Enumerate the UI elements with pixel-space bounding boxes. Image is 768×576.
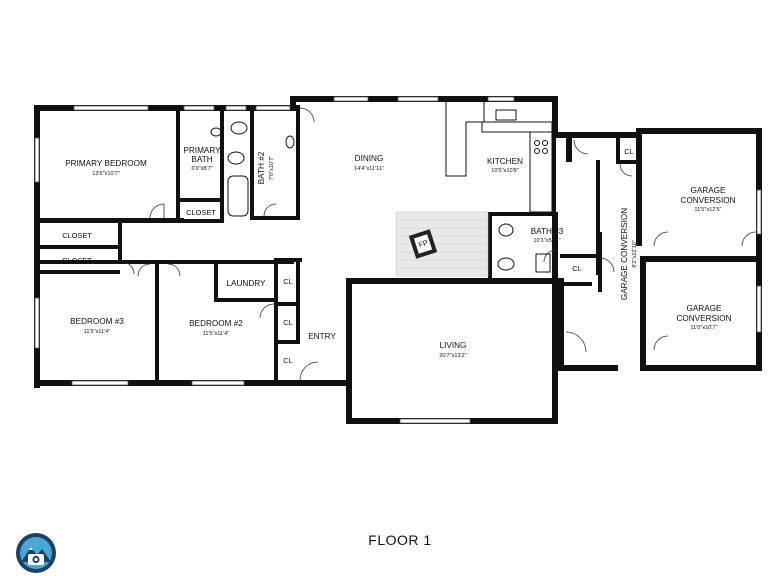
closet-a-label: CLOSET xyxy=(62,231,92,240)
garage-conversion-top-label-2: CONVERSION xyxy=(680,196,735,205)
bedroom2-dims: 11'5"x11'4" xyxy=(203,331,230,337)
camera-mountain-logo-icon xyxy=(16,533,56,573)
laundry-label: LAUNDRY xyxy=(227,279,267,288)
cl-label-3: CL xyxy=(283,356,292,365)
bedroom2-label: BEDROOM #2 xyxy=(189,319,243,328)
garage-conversion-top-dims: 11'5"x12'5" xyxy=(694,207,721,213)
closet-b-label: CLOSET xyxy=(62,256,92,265)
dining-dims: 14'4"x11'11" xyxy=(354,166,384,172)
cl-label-1: CL xyxy=(283,277,292,286)
fireplace-label: FP xyxy=(417,238,429,249)
dining-label: DINING xyxy=(355,154,384,163)
primary-bath-label-2: BATH xyxy=(191,155,212,164)
cl-label-4: CL xyxy=(572,264,581,273)
entry-label: ENTRY xyxy=(308,332,336,341)
primary-bath-label-1: PRIMARY xyxy=(183,146,221,155)
garage-conversion-bottom-label-1: GARAGE xyxy=(686,304,722,313)
bath2-label: BATH #2 xyxy=(257,151,266,184)
garage-conversion-hall-label: GARAGE CONVERSION xyxy=(620,208,629,300)
primary-bedroom-label: PRIMARY BEDROOM xyxy=(65,159,147,168)
bath3-label: BATH #3 xyxy=(531,227,564,236)
fixtures xyxy=(210,102,553,277)
garage-conversion-hall-dims: 8'2"x22'10" xyxy=(632,240,638,268)
bath2-dims: 7'0"x10'7" xyxy=(269,156,275,180)
bedroom3-label: BEDROOM #3 xyxy=(70,317,124,326)
garage-conversion-bottom-dims: 11'0"x10'7" xyxy=(690,325,717,331)
kitchen-label: KITCHEN xyxy=(487,157,523,166)
living-label: LIVING xyxy=(440,341,467,350)
windows xyxy=(34,96,762,424)
cl-label-2: CL xyxy=(283,318,292,327)
bath3-dims: 10'1"x5'11" xyxy=(533,238,560,244)
kitchen-dims: 10'5"x10'8" xyxy=(491,168,519,174)
primary-bath-dims: 6'9"x8'7" xyxy=(191,166,212,172)
bedroom3-dims: 11'5"x11'4" xyxy=(84,329,111,335)
floor-title: FLOOR 1 xyxy=(368,532,432,548)
closet-primary-label: CLOSET xyxy=(186,208,216,217)
living-dims: 20'7"x13'2" xyxy=(439,353,467,359)
primary-bedroom-dims: 13'6"x10'7" xyxy=(92,171,120,177)
garage-conversion-top-label-1: GARAGE xyxy=(690,186,726,195)
garage-conversion-bottom-label-2: CONVERSION xyxy=(676,314,731,323)
cl-label-5: CL xyxy=(624,147,633,156)
